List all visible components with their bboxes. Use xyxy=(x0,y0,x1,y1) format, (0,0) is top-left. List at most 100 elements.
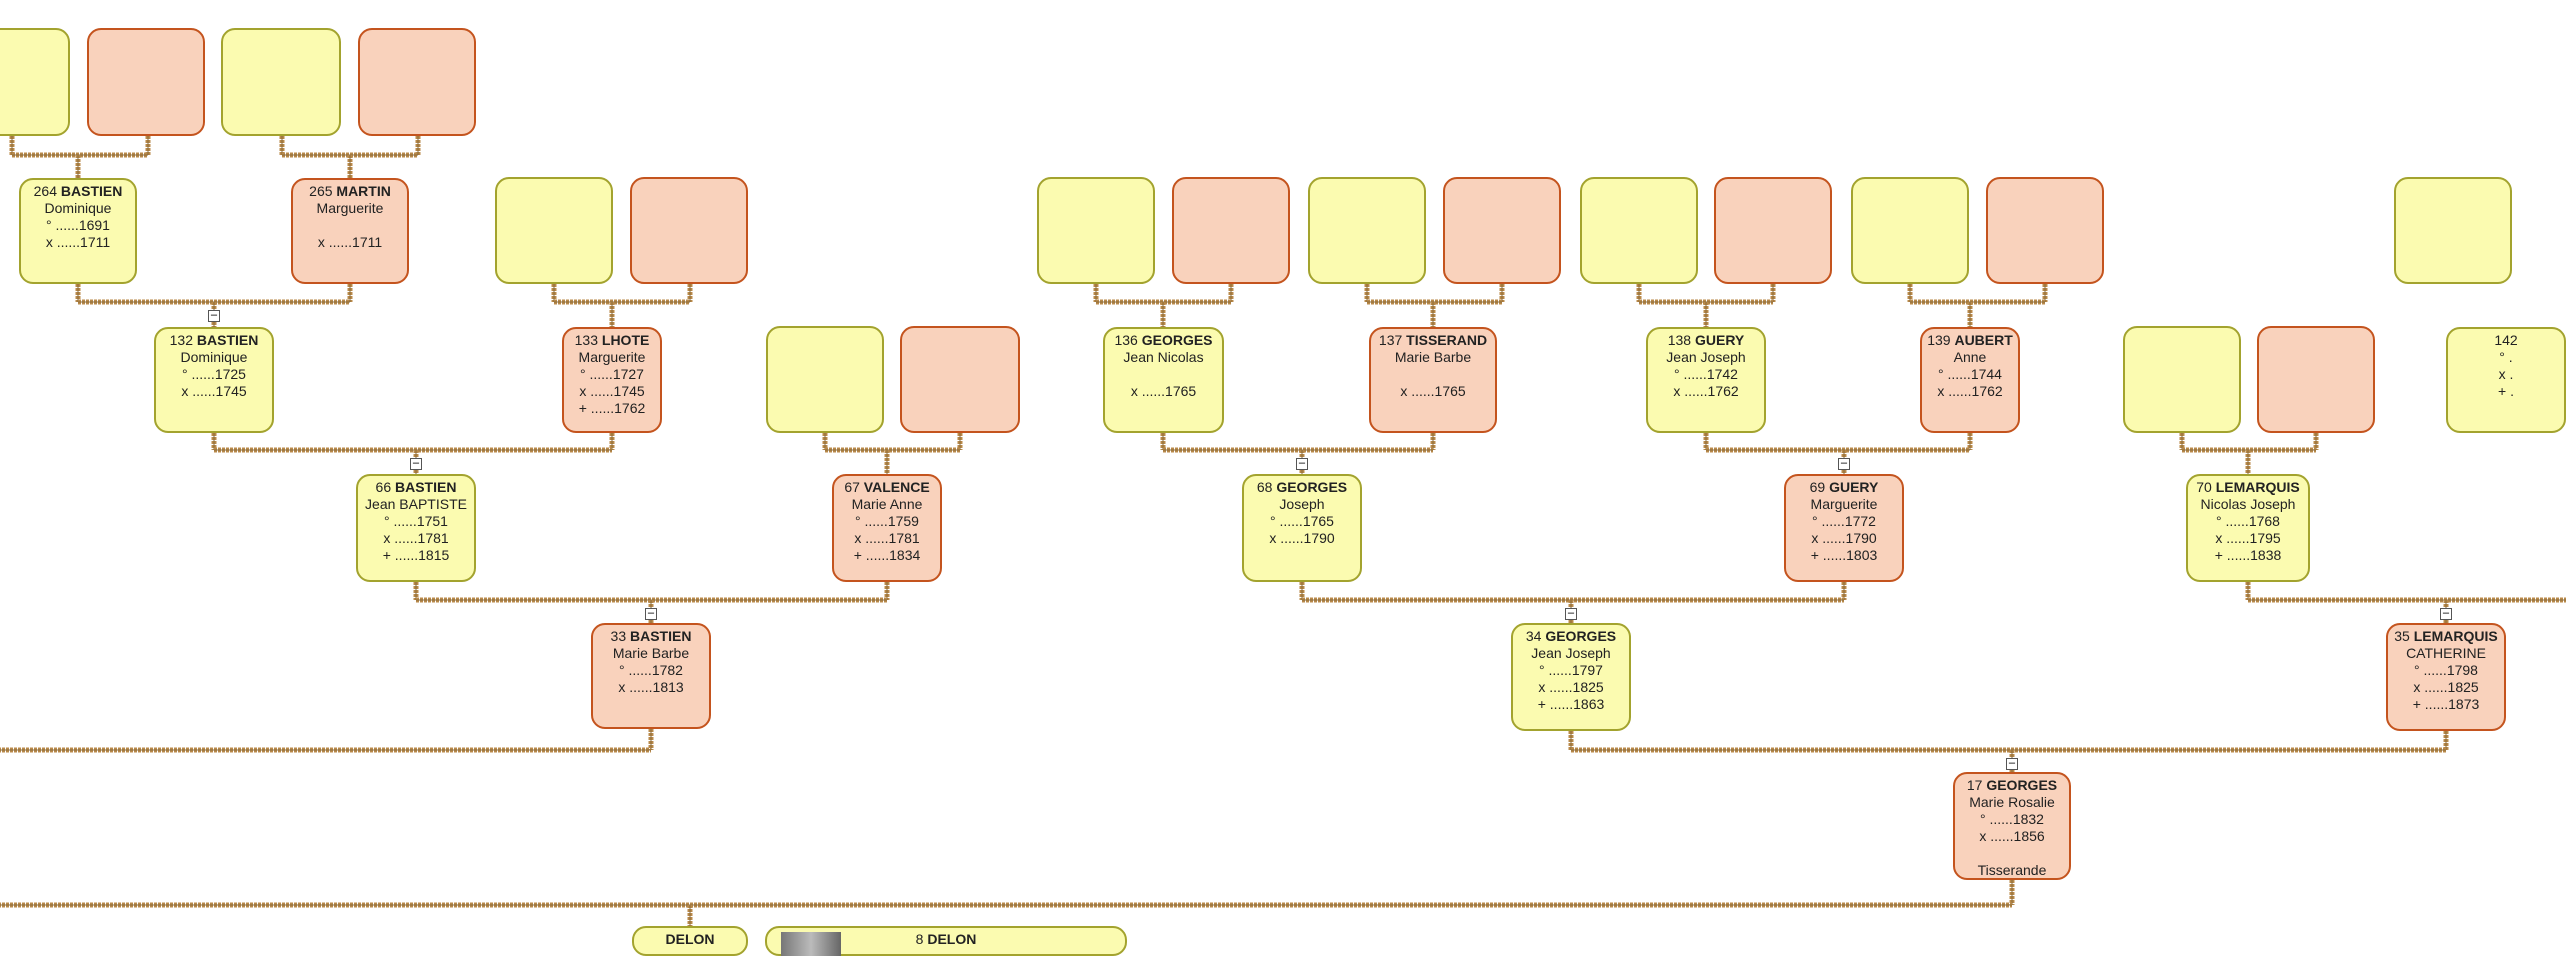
empty-ancestor-box[interactable] xyxy=(1580,177,1698,284)
connector-lines xyxy=(0,136,2566,926)
empty-ancestor-box[interactable] xyxy=(495,177,613,284)
person-card-p142[interactable]: 142 ° .x .+ . xyxy=(2446,327,2566,433)
person-given-name: Nicolas Joseph xyxy=(2200,496,2296,512)
empty-ancestor-box[interactable] xyxy=(766,326,884,433)
person-number: 138 xyxy=(1667,332,1692,348)
empty-ancestor-box[interactable] xyxy=(1308,177,1426,284)
empty-ancestor-box[interactable] xyxy=(221,28,341,136)
person-number: 68 xyxy=(1256,479,1273,495)
person-number: 139 xyxy=(1927,332,1951,348)
empty-ancestor-box[interactable] xyxy=(0,28,70,136)
person-card-pDelon1[interactable]: DELON xyxy=(632,926,748,956)
person-surname: TISSERAND xyxy=(1406,332,1488,348)
person-given-name: Marie Barbe xyxy=(1394,349,1472,365)
person-number: 142 xyxy=(2494,332,2518,348)
person-number: 8 xyxy=(915,931,924,947)
empty-ancestor-box[interactable] xyxy=(2257,326,2375,433)
person-event-line: ° ......1727 xyxy=(580,366,644,382)
person-number: 66 xyxy=(375,479,392,495)
person-event-line: x ......1790 xyxy=(1269,530,1335,546)
person-event-line: ° ......1798 xyxy=(2414,662,2478,678)
person-given-name: Jean Joseph xyxy=(1531,645,1611,661)
person-number: 264 xyxy=(33,183,57,199)
person-number-surname: 70 LEMARQUIS xyxy=(2188,479,2308,496)
person-number-surname: 136 GEORGES xyxy=(1105,332,1222,349)
person-number: 137 xyxy=(1378,332,1403,348)
person-number-surname: 33 BASTIEN xyxy=(593,628,709,645)
empty-ancestor-box[interactable] xyxy=(1986,177,2104,284)
person-surname: BASTIEN xyxy=(630,628,692,644)
person-event-line: + ......1834 xyxy=(853,547,921,563)
person-number: 265 xyxy=(309,183,333,199)
person-given-name: Jean BAPTISTE xyxy=(365,496,467,512)
empty-ancestor-box[interactable] xyxy=(630,177,748,284)
empty-ancestor-box[interactable] xyxy=(1443,177,1561,284)
person-number-surname: 66 BASTIEN xyxy=(358,479,474,496)
person-event-line: x ......1813 xyxy=(618,679,684,695)
empty-ancestor-box[interactable] xyxy=(1172,177,1290,284)
person-given-name: Marguerite xyxy=(316,200,384,216)
collapse-toggle-button[interactable]: − xyxy=(645,607,657,620)
empty-ancestor-box[interactable] xyxy=(1714,177,1832,284)
empty-ancestor-box[interactable] xyxy=(1851,177,1969,284)
person-number: 70 xyxy=(2196,479,2212,495)
person-event-line: ° ......1772 xyxy=(1812,513,1876,529)
person-event-line xyxy=(1955,845,2069,862)
person-event-line: ° ......1768 xyxy=(2216,513,2280,529)
person-event-line: x ......1711 xyxy=(45,234,111,250)
collapse-toggle-button[interactable]: − xyxy=(1838,457,1850,470)
person-event-line: x ......1762 xyxy=(1937,383,2003,399)
person-given-name: Dominique xyxy=(180,349,248,365)
collapse-toggle-button[interactable]: − xyxy=(1565,607,1577,620)
person-number-surname: 17 GEORGES xyxy=(1955,777,2069,794)
person-given-name: Dominique xyxy=(44,200,112,216)
collapse-toggle-button[interactable]: − xyxy=(2006,757,2018,770)
empty-ancestor-box[interactable] xyxy=(1037,177,1155,284)
person-event-line: x ......1765 xyxy=(1400,383,1466,399)
person-event-line: x ......1765 xyxy=(1130,383,1197,399)
collapse-toggle-button[interactable]: − xyxy=(1296,457,1308,470)
person-number: 35 xyxy=(2394,628,2410,644)
person-number-surname: 142 xyxy=(2448,332,2564,349)
empty-ancestor-box[interactable] xyxy=(358,28,476,136)
person-event-line: + . xyxy=(2498,383,2514,399)
empty-ancestor-box[interactable] xyxy=(87,28,205,136)
person-surname: MARTIN xyxy=(336,183,391,199)
person-event-line: ° ......1751 xyxy=(384,513,448,529)
person-event-line: + ......1803 xyxy=(1810,547,1878,563)
collapse-toggle-button[interactable]: − xyxy=(2440,607,2452,620)
person-surname: DELON xyxy=(927,931,977,947)
person-event-line: ° ......1742 xyxy=(1674,366,1738,382)
empty-ancestor-box[interactable] xyxy=(2123,326,2241,433)
collapse-toggle-button[interactable]: − xyxy=(208,309,220,322)
empty-ancestor-box[interactable] xyxy=(2394,177,2512,284)
person-surname: LEMARQUIS xyxy=(2215,479,2300,495)
person-surname: VALENCE xyxy=(863,479,930,495)
person-event-line: x ......1856 xyxy=(1979,828,2045,844)
person-event-line: + ......1815 xyxy=(382,547,450,563)
person-event-line xyxy=(1371,366,1495,383)
person-given-name: Joseph xyxy=(1279,496,1325,512)
empty-ancestor-box[interactable] xyxy=(900,326,1020,433)
person-number-surname: 68 GEORGES xyxy=(1244,479,1360,496)
person-card-p8[interactable]: 8 DELON xyxy=(765,926,1127,956)
person-number: 133 xyxy=(574,332,598,348)
collapse-toggle-button[interactable]: − xyxy=(410,457,422,470)
